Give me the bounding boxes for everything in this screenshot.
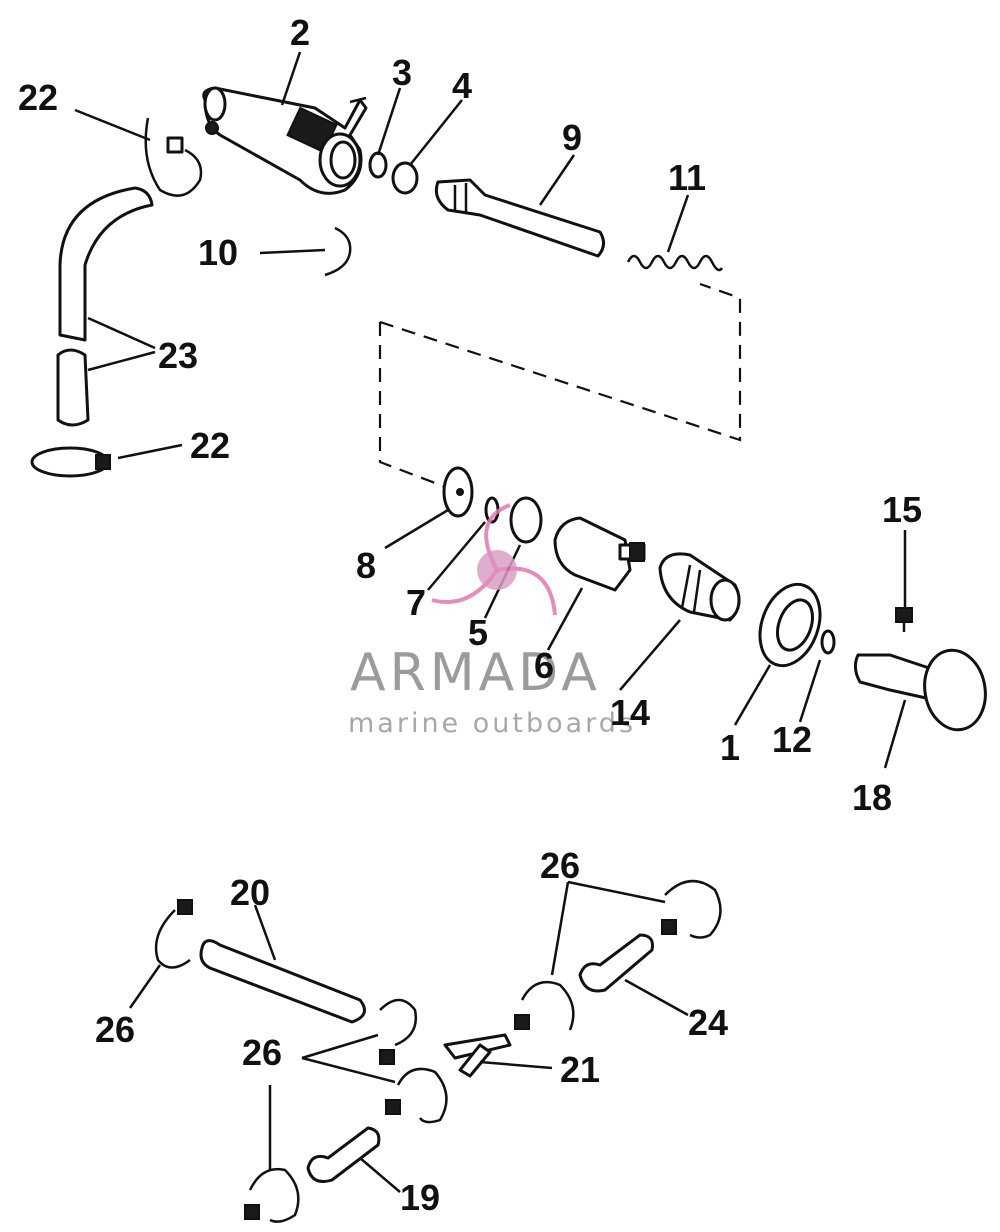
part-11-spring xyxy=(626,254,724,272)
part-26-clamp-right2 xyxy=(661,880,722,939)
part-26-clamp-mid1 xyxy=(379,998,418,1065)
part-10-clip xyxy=(324,226,352,277)
callout-3: 3 xyxy=(392,52,412,93)
part-9-shaft xyxy=(434,178,605,258)
part-5-oring xyxy=(509,496,543,544)
callout-9: 9 xyxy=(562,117,582,158)
callout-22-lower: 22 xyxy=(190,425,230,466)
part-26-clamp-left xyxy=(154,899,193,969)
part-18-knob xyxy=(853,648,987,732)
part-22-clamp-upper xyxy=(144,117,203,197)
part-1-flange xyxy=(758,582,822,668)
callout-26-middle: 26 xyxy=(242,1032,282,1073)
part-12-oring xyxy=(820,629,836,655)
callout-19: 19 xyxy=(400,1177,440,1218)
watermark-title: ARMADA xyxy=(350,643,601,703)
callout-6: 6 xyxy=(534,645,554,686)
callout-24: 24 xyxy=(688,1002,728,1043)
part-6-fitting xyxy=(553,516,646,592)
callout-22-upper: 22 xyxy=(18,77,58,118)
callout-23: 23 xyxy=(158,335,198,376)
callout-26-right: 26 xyxy=(540,845,580,886)
callout-20: 20 xyxy=(230,872,270,913)
watermark-subtitle: marine outboards xyxy=(348,708,636,739)
part-3-oring xyxy=(368,151,388,179)
callout-4: 4 xyxy=(452,65,472,106)
part-4-oring xyxy=(391,161,419,195)
callout-7: 7 xyxy=(406,582,426,623)
part-26-clamp-bottom xyxy=(244,1167,300,1223)
callout-12: 12 xyxy=(772,719,812,760)
callout-14: 14 xyxy=(610,692,650,733)
callout-26-left: 26 xyxy=(95,1009,135,1050)
callout-10: 10 xyxy=(198,232,238,273)
assembly-dash-box xyxy=(378,282,742,490)
callout-11: 11 xyxy=(668,157,706,198)
callout-2: 2 xyxy=(290,12,310,53)
callout-18: 18 xyxy=(852,777,892,818)
callout-labels: 2 3 4 9 11 22 10 23 22 15 8 7 5 6 14 1 1… xyxy=(18,12,922,1218)
part-20-hose xyxy=(199,939,366,1024)
part-22-clamp-lower xyxy=(30,446,111,478)
part-2-housing xyxy=(202,86,368,195)
callout-15: 15 xyxy=(882,489,922,530)
part-15-screw xyxy=(895,530,913,632)
callout-1: 1 xyxy=(720,727,740,768)
leader-lines xyxy=(74,51,907,1193)
part-8-washer xyxy=(442,466,474,518)
part-23-hose xyxy=(56,186,154,427)
part-14-sleeve xyxy=(658,552,741,622)
callout-21: 21 xyxy=(560,1049,600,1090)
part-21-tee xyxy=(443,1033,512,1078)
callout-8: 8 xyxy=(356,545,376,586)
part-26-clamp-mid2 xyxy=(385,1067,448,1124)
part-19-hose xyxy=(306,1126,381,1183)
part-26-clamp-right1 xyxy=(514,980,575,1031)
propeller-logo-icon xyxy=(431,503,557,616)
part-24-hose xyxy=(578,933,654,993)
armada-watermark: ARMADA marine outboards xyxy=(348,503,636,739)
callout-5: 5 xyxy=(468,612,488,653)
